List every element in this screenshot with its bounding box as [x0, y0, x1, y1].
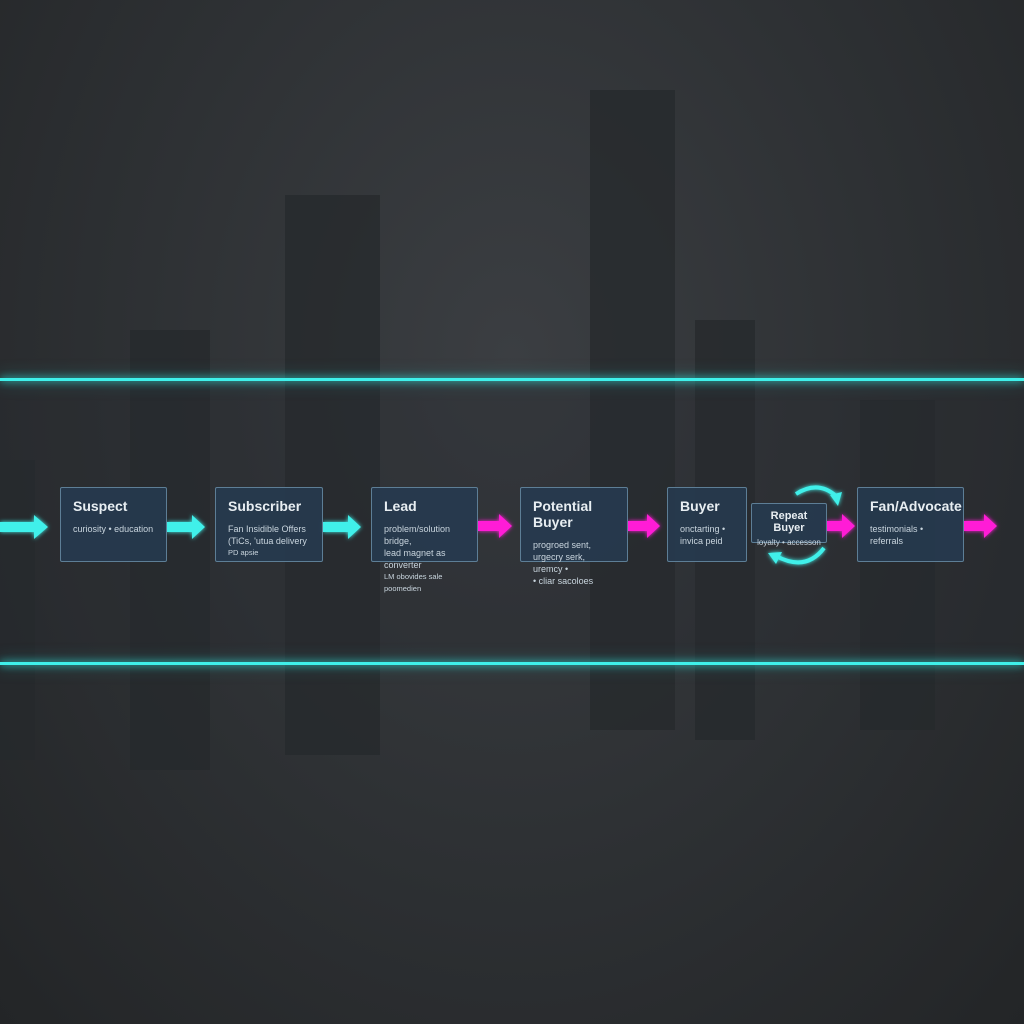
- loop-arrowhead: [830, 492, 842, 506]
- stage-title: Subscriber: [228, 498, 302, 514]
- stage-title: Repeat Buyer: [770, 510, 808, 534]
- stage-desc: curiosity • education: [73, 524, 154, 534]
- stage-desc: loyalty • accesson: [757, 538, 821, 547]
- stage-title: Potential Buyer: [533, 498, 593, 530]
- background-building: [0, 460, 35, 760]
- stage-lead: Lead problem/solution bridge, lead magne…: [371, 487, 478, 593]
- stage-note: LM obovides sale poomedien: [384, 572, 443, 593]
- stage-fan-advocate: Fan/Advocate testimonials • referrals: [857, 487, 964, 562]
- stage-title: Suspect: [73, 498, 128, 514]
- arrow-cyan: [167, 515, 205, 539]
- loop-arrowhead: [768, 552, 782, 564]
- stage-desc: urgecry serk, uremcy •: [533, 552, 586, 574]
- arrow-cyan: [323, 515, 361, 539]
- stage-title: Fan/Advocate: [870, 498, 962, 514]
- stage-desc: • cliar sacoloes: [533, 576, 594, 586]
- stage-desc: lead magnet as converter: [384, 548, 446, 570]
- stage-buyer: Buyer onctarting • invica peid: [667, 487, 747, 562]
- stage-desc: progroed sent,: [533, 540, 592, 550]
- background-building: [590, 90, 675, 730]
- loop-arrow-bottom: [775, 546, 826, 565]
- arrow-magenta: [628, 514, 660, 538]
- stage-desc: problem/solution bridge,: [384, 524, 451, 546]
- bottom-glow-line: [0, 662, 1024, 665]
- background-building: [285, 195, 380, 755]
- stage-title: Buyer: [680, 498, 720, 514]
- stage-desc: (TiCs, 'utua delivery: [228, 536, 307, 546]
- stage-desc: Fan Insidible Offers: [228, 524, 306, 534]
- arrow-magenta: [964, 514, 997, 538]
- loop-arrow-top: [794, 485, 838, 498]
- arrow-cyan: [0, 515, 48, 539]
- stage-repeat-buyer: Repeat Buyer loyalty • accesson: [751, 503, 827, 547]
- stage-title: Lead: [384, 498, 417, 514]
- stage-suspect: Suspect curiosity • education: [60, 487, 167, 562]
- stage-desc: onctarting •: [680, 524, 726, 534]
- background-building: [860, 400, 935, 730]
- arrow-magenta: [478, 514, 512, 538]
- top-glow-line: [0, 378, 1024, 381]
- stage-subscriber: Subscriber Fan Insidible Offers (TiCs, '…: [215, 487, 323, 562]
- stage-note: PD apsie: [228, 548, 259, 557]
- stage-desc: testimonials • referrals: [870, 524, 924, 546]
- arrow-magenta: [827, 514, 855, 538]
- stage-potential-buyer: Potential Buyer progroed sent, urgecry s…: [520, 487, 628, 586]
- stage-desc: invica peid: [680, 536, 723, 546]
